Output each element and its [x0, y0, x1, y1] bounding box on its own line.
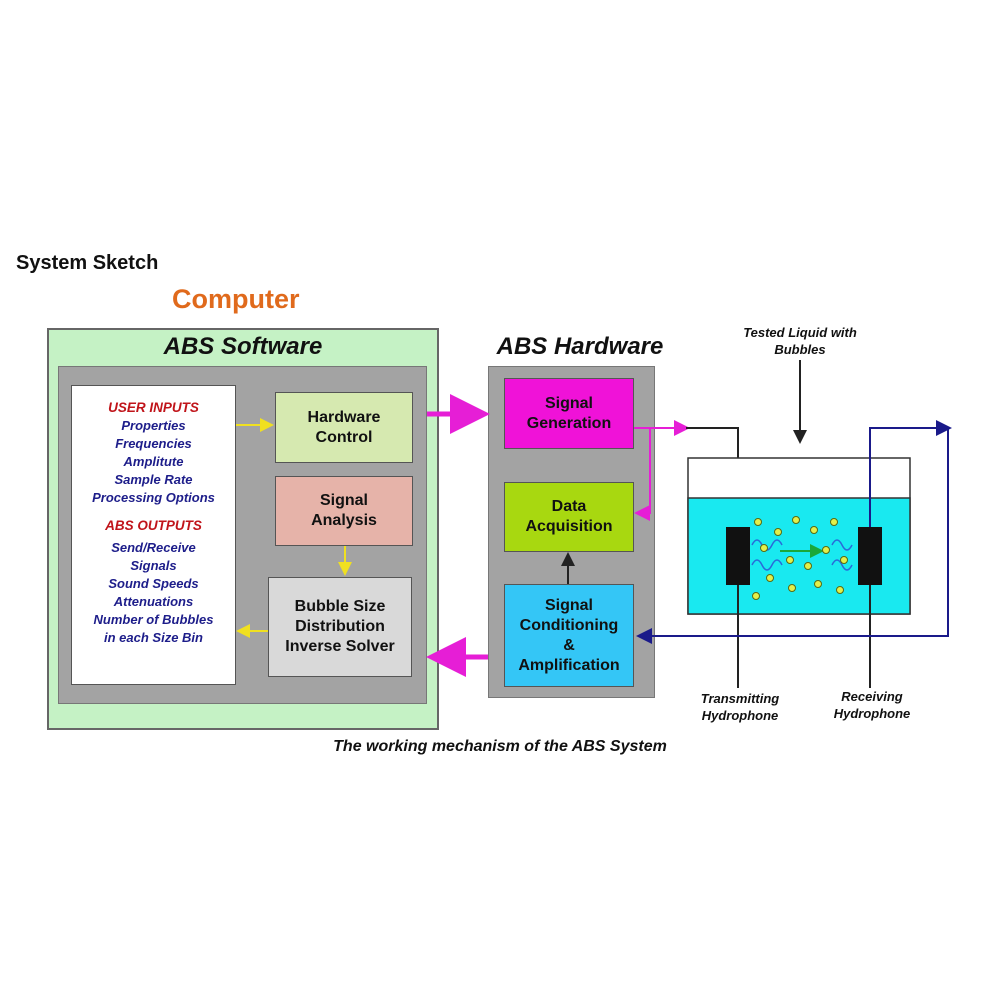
bubble: [836, 586, 844, 594]
signal-conditioning-line: Signal: [544, 596, 593, 614]
hardware-title: ABS Hardware: [496, 333, 664, 360]
bubble: [840, 556, 848, 564]
hardware-control-box: Hardware Control: [275, 392, 413, 463]
software-title: ABS Software: [163, 333, 323, 360]
transmitting-hydrophone: [726, 527, 750, 585]
system-sketch-title: System Sketch: [16, 252, 159, 274]
abs-outputs-header: ABS OUTPUTS: [105, 518, 202, 533]
receiving-hydrophone-label: Receiving Hydrophone: [812, 688, 932, 722]
user-input-item: Frequencies: [115, 436, 192, 451]
user-input-item: Sample Rate: [114, 472, 193, 487]
bubbles: [752, 516, 848, 600]
figure-caption: The working mechanism of the ABS System: [333, 738, 667, 755]
computer-label: Computer: [172, 284, 300, 314]
bubble: [804, 562, 812, 570]
signal-analysis-line: Analysis: [311, 512, 377, 529]
output-item: Attenuations: [113, 594, 194, 609]
receiver-wire-top: [869, 420, 952, 527]
tested-liquid-label: Tested Liquid with Bubbles: [720, 324, 880, 358]
user-input-item: Processing Options: [92, 490, 215, 505]
bubble-solver-box: Bubble Size Distribution Inverse Solver: [268, 577, 412, 677]
signal-analysis-box: Signal Analysis: [275, 476, 413, 546]
bubble: [814, 580, 822, 588]
receiving-hydrophone: [858, 527, 882, 585]
data-acquisition-box: Data Acquisition: [504, 482, 634, 552]
bubble: [786, 556, 794, 564]
signal-conditioning-line: &: [563, 636, 575, 654]
user-input-item: Amplitute: [123, 454, 184, 469]
bubble-solver-line: Inverse Solver: [285, 638, 395, 655]
data-acquisition-line: Acquisition: [525, 518, 613, 535]
bubble: [766, 574, 774, 582]
receiver-wire-to-conditioning: [636, 428, 949, 644]
bubble-solver-line: Distribution: [295, 618, 385, 635]
signal-generation-line: Generation: [526, 414, 612, 432]
hardware-control-line: Control: [315, 428, 373, 446]
signal-generation-box: Signal Generation: [504, 378, 634, 449]
output-item: Signals: [130, 558, 177, 573]
transmitting-line: Hydrophone: [701, 708, 779, 723]
receiving-line: Hydrophone: [833, 706, 911, 721]
tested-liquid-line: Bubbles: [774, 342, 826, 357]
bubble: [760, 544, 768, 552]
signal-conditioning-line: Conditioning: [519, 616, 619, 634]
bubble: [792, 516, 800, 524]
bubble: [754, 518, 762, 526]
output-item: Number of Bubbles: [93, 612, 214, 627]
signal-conditioning-box: Signal Conditioning & Amplification: [504, 584, 634, 687]
bubble: [822, 546, 830, 554]
hardware-control-line: Hardware: [307, 408, 381, 426]
arrow-generation-to-acquisition: [634, 427, 651, 521]
bubble-solver-line: Bubble Size: [294, 598, 386, 615]
sound-wave-right: [831, 539, 853, 571]
bubble: [788, 584, 796, 592]
user-input-item: Properties: [121, 418, 186, 433]
output-item: in each Size Bin: [104, 630, 203, 645]
transmitting-line: Transmitting: [700, 691, 780, 706]
bubble: [810, 526, 818, 534]
io-box: USER INPUTS Properties Frequencies Ampli…: [71, 385, 236, 685]
signal-generation-line: Signal: [544, 394, 593, 412]
user-inputs-header: USER INPUTS: [108, 400, 199, 415]
bubble: [830, 518, 838, 526]
signal-conditioning-line: Amplification: [518, 656, 620, 674]
receiving-line: Receiving: [841, 689, 903, 704]
output-item: Sound Speeds: [108, 576, 199, 591]
output-item: Send/Receive: [111, 540, 196, 555]
bubble: [752, 592, 760, 600]
data-acquisition-line: Data: [551, 498, 587, 515]
transmitting-hydrophone-label: Transmitting Hydrophone: [680, 690, 800, 724]
signal-analysis-line: Signal: [319, 492, 368, 509]
tested-liquid-line: Tested Liquid with: [743, 325, 857, 340]
bubble: [774, 528, 782, 536]
